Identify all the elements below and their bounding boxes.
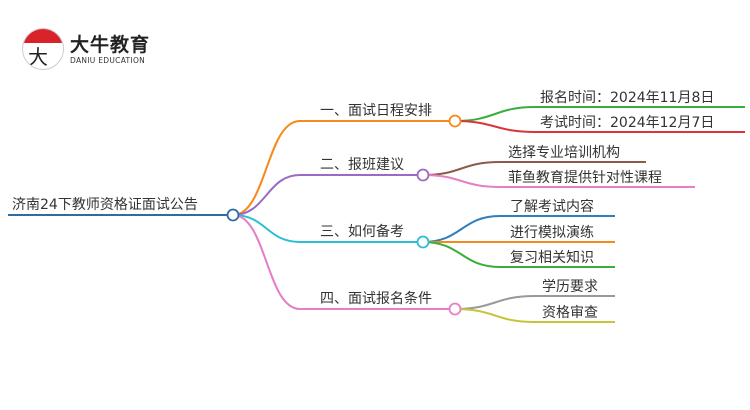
branch-label: 三、如何备考 [320,223,404,240]
branch-label: 一、面试日程安排 [320,103,432,119]
leaf-connector [422,215,615,243]
logo: 大牛 大牛教育 DANIU EDUCATION [22,28,150,70]
node-circle [448,114,462,128]
leaf-label: 资格审查 [542,305,598,321]
logo-subtitle: DANIU EDUCATION [70,55,146,65]
root-circle [226,208,240,222]
leaf-connector [422,241,615,268]
leaf-connector [454,295,615,310]
leaf-connector [454,120,745,133]
branch-label: 二、报班建议 [320,157,404,173]
root-label: 济南24下教师资格证面试公告 [12,197,198,213]
leaf-label: 了解考试内容 [510,198,594,215]
leaf-label: 菲鱼教育提供针对性课程 [508,169,662,186]
leaf-connector [454,308,615,323]
leaf-label: 进行模拟演练 [510,225,594,241]
leaf-label: 选择专业培训机构 [508,145,620,161]
branch-label: 四、面试报名条件 [320,290,432,307]
leaf-label: 考试时间：2024年12月7日 [540,115,714,131]
branch-connector [232,214,423,243]
logo-mark-icon: 大牛 [22,28,64,70]
leaf-connector [422,174,695,188]
branch-connector [232,174,423,216]
node-circle [416,235,430,249]
leaf-label: 复习相关知识 [510,249,594,266]
leaf-label: 报名时间：2024年11月8日 [540,90,714,106]
branch-connector [232,120,455,216]
branch-connector [232,214,455,310]
node-circle [416,168,430,182]
node-circle [448,302,462,316]
root-node: 济南24下教师资格证面试公告 [8,197,240,222]
leaf-label: 学历要求 [542,279,598,295]
logo-name: 大牛教育 [70,33,151,56]
